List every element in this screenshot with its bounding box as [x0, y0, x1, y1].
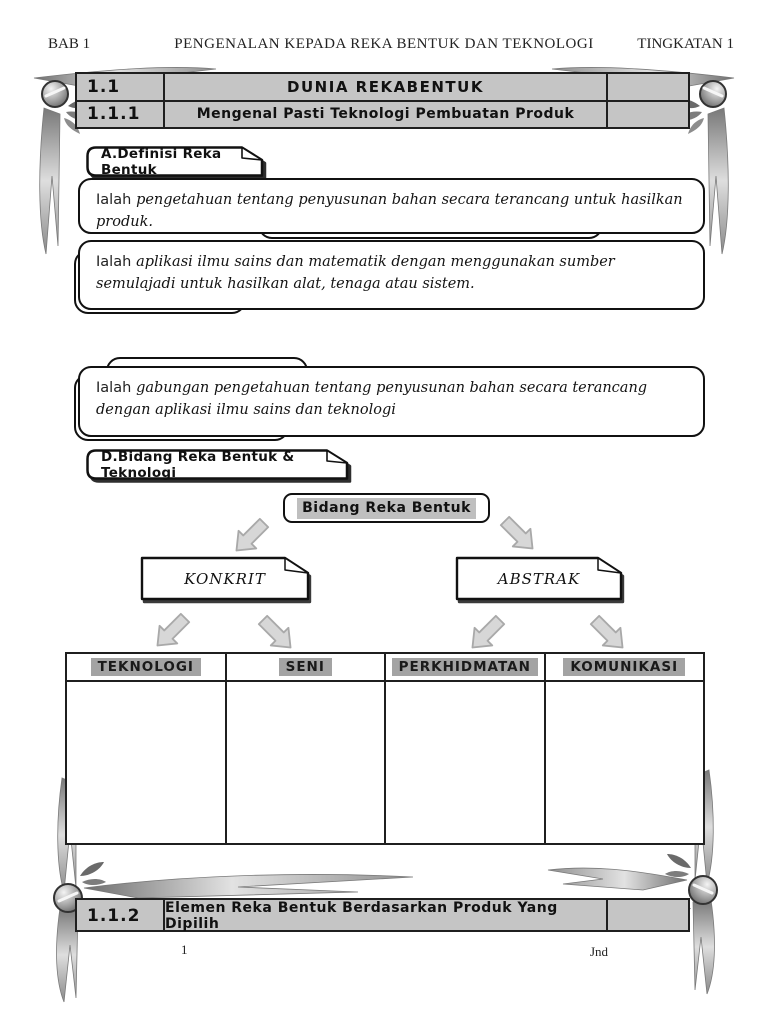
- field-header-label: TEKNOLOGI: [90, 658, 201, 676]
- definition-text: gabungan pengetahuan tentang penyusunan …: [96, 380, 648, 419]
- topic-table-row: 1.1.1 Mengenal Pasti Teknologi Pembuatan…: [77, 99, 688, 127]
- arrow-down-left-icon: [463, 610, 510, 657]
- definition-lead: Ialah: [96, 192, 132, 208]
- diagram-root-highlight: Bidang Reka Bentuk: [297, 497, 476, 519]
- topic-title-cell: Mengenal Pasti Teknologi Pembuatan Produ…: [196, 106, 575, 123]
- footer-initials: Jnd: [590, 944, 609, 959]
- branch-box-konkrit: KONKRIT: [140, 556, 310, 601]
- folded-tab-shape: [86, 146, 264, 177]
- definition-lead: Ialah: [96, 380, 132, 396]
- definition-box-2: Ialah aplikasi ilmu sains dan matematik …: [74, 240, 705, 314]
- section-label-d: D.Bidang Reka Bentuk & Teknologi: [85, 448, 350, 481]
- arrow-down-left-icon: [148, 608, 195, 655]
- field-header-seni: SENI: [224, 654, 385, 680]
- footer-page-number: 1: [181, 942, 188, 957]
- field-header-teknologi: TEKNOLOGI: [67, 654, 225, 680]
- branch-box-abstrak: ABSTRAK: [455, 556, 623, 601]
- folded-tab-shape: [86, 449, 349, 480]
- field-cell-empty: [224, 682, 385, 843]
- definition-text: pengetahuan tentang penyusunan bahan sec…: [96, 192, 683, 231]
- definition-box-3: Ialah gabungan pengetahuan tentang penyu…: [74, 357, 705, 441]
- subtopic-empty-cell: [606, 900, 688, 932]
- topic-table: 1.1 DUNIA REKABENTUK 1.1.1 Mengenal Past…: [75, 72, 690, 129]
- subtopic-code-cell: 1.1.2: [77, 900, 165, 932]
- topic-empty-cell: [606, 101, 688, 127]
- field-header-komunikasi: KOMUNIKASI: [543, 654, 704, 680]
- section-label-a-text: A.Definisi Reka Bentuk: [101, 145, 222, 178]
- folded-box-shape: [455, 556, 623, 601]
- subtopic-title-cell: Elemen Reka Bentuk Berdasarkan Produk Ya…: [165, 900, 558, 932]
- definition-text: aplikasi ilmu sains dan matematik dengan…: [96, 254, 615, 293]
- fields-table-body-row: [67, 682, 703, 843]
- definition-box-1: Ialah pengetahuan tentang penyusunan bah…: [78, 178, 705, 239]
- arrow-down-left-icon: [227, 513, 274, 560]
- topic-code-cell: 1.1: [77, 74, 165, 100]
- definition-lead: Ialah: [96, 254, 132, 270]
- topic-title-cell: DUNIA REKABENTUK: [287, 77, 484, 96]
- subtopic-table: 1.1.2 Elemen Reka Bentuk Berdasarkan Pro…: [75, 898, 690, 932]
- branch-label: KONKRIT: [184, 569, 266, 588]
- header-grade: TINGKATAN 1: [637, 36, 734, 52]
- fields-table: TEKNOLOGI SENI PERKHIDMATAN KOMUNIKASI: [65, 652, 705, 845]
- field-cell-empty: [384, 682, 544, 843]
- topic-code-cell: 1.1.1: [77, 101, 165, 127]
- topic-table-row: 1.1 DUNIA REKABENTUK: [77, 74, 688, 100]
- field-cell-empty: [543, 682, 704, 843]
- subtopic-table-row: 1.1.2 Elemen Reka Bentuk Berdasarkan Pro…: [77, 900, 688, 932]
- topic-empty-cell: [606, 74, 688, 100]
- field-header-label: KOMUNIKASI: [563, 658, 686, 676]
- arrow-down-right-icon: [495, 511, 542, 558]
- fields-table-header-row: TEKNOLOGI SENI PERKHIDMATAN KOMUNIKASI: [67, 654, 703, 682]
- header-title: PENGENALAN KEPADA REKA BENTUK DAN TEKNOL…: [174, 36, 594, 52]
- header-chapter: BAB 1: [48, 36, 91, 52]
- field-header-perkhidmatan: PERKHIDMATAN: [384, 654, 544, 680]
- folded-box-shape: [140, 556, 310, 601]
- section-label-a: A.Definisi Reka Bentuk: [85, 145, 265, 178]
- field-header-label: SENI: [278, 658, 332, 676]
- section-label-d-text: D.Bidang Reka Bentuk & Teknologi: [101, 448, 295, 481]
- page-header: BAB 1 PENGENALAN KEPADA REKA BENTUK DAN …: [0, 36, 768, 56]
- arrow-down-right-icon: [585, 610, 632, 657]
- branch-label: ABSTRAK: [497, 569, 581, 588]
- field-header-label: PERKHIDMATAN: [391, 658, 538, 676]
- diagram-root-box: Bidang Reka Bentuk: [283, 493, 490, 523]
- arrow-down-right-icon: [253, 610, 300, 657]
- field-cell-empty: [67, 682, 225, 843]
